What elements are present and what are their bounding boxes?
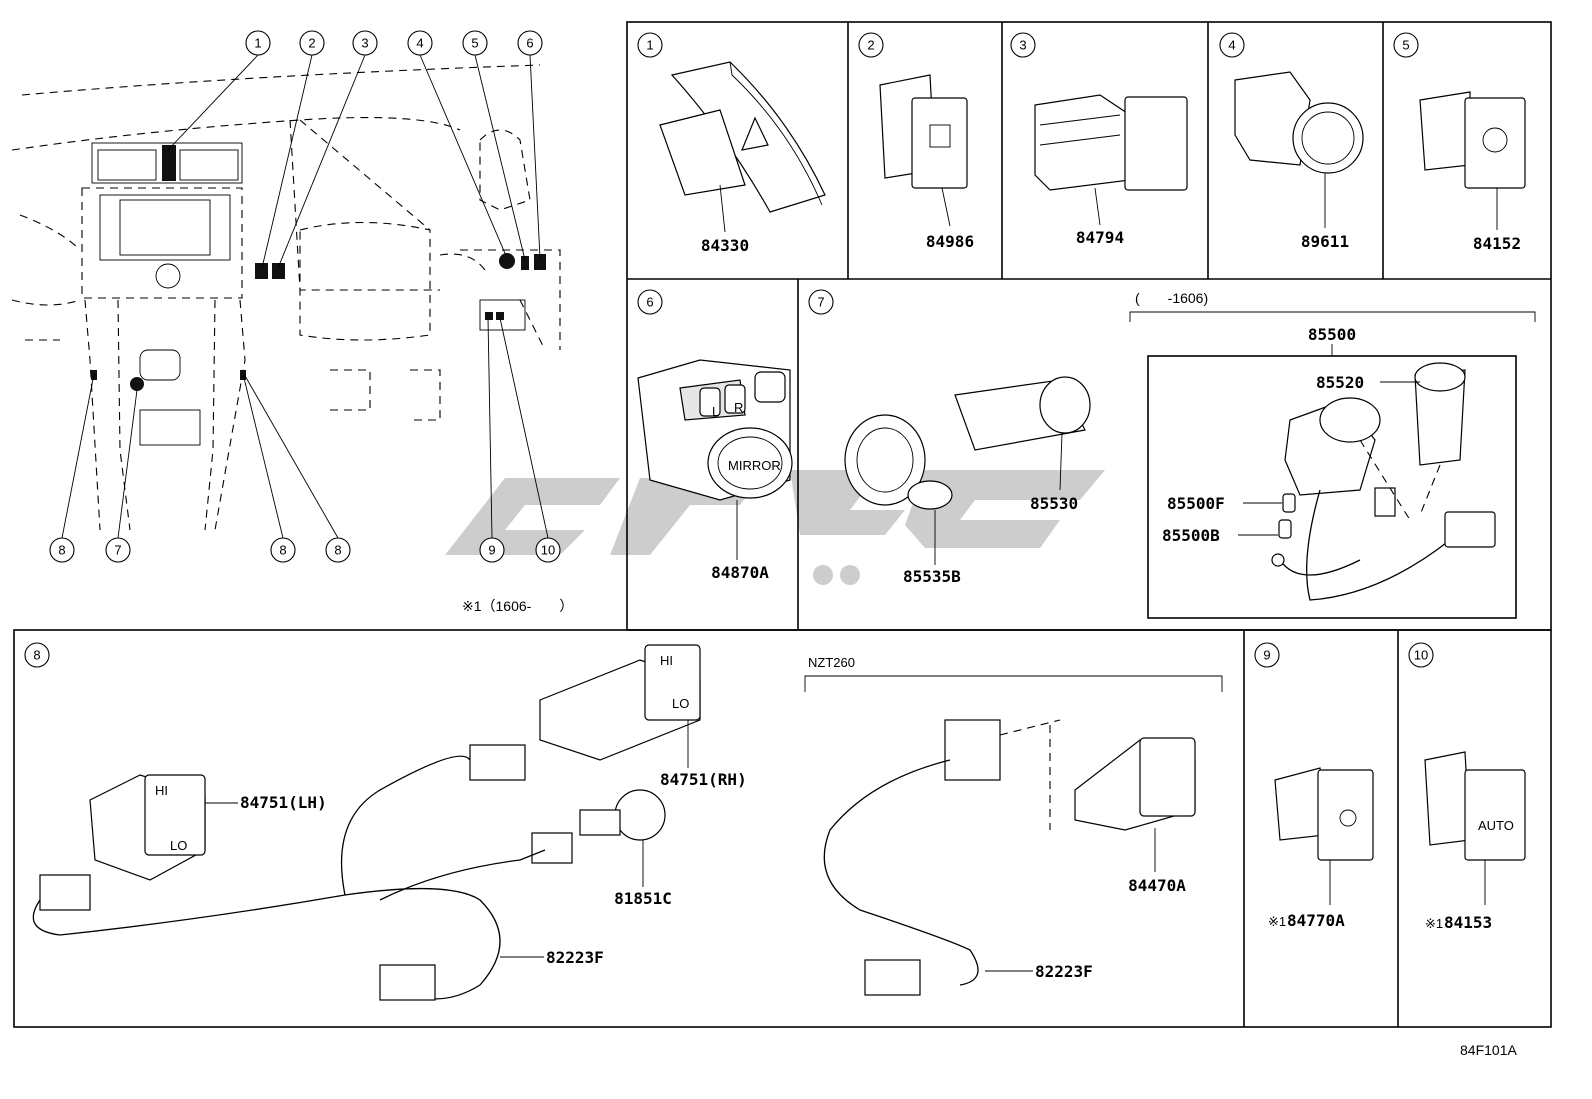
svg-text:6: 6 <box>526 36 533 51</box>
svg-text:85520: 85520 <box>1316 373 1364 392</box>
svg-text:4: 4 <box>416 36 423 51</box>
svg-text:9: 9 <box>488 543 495 558</box>
hazard-switch-icon <box>659 61 826 213</box>
svg-text:7: 7 <box>114 543 121 558</box>
svg-text:4: 4 <box>1228 38 1235 53</box>
switch-9-icon <box>1274 767 1374 861</box>
watermark-logo <box>445 470 1105 585</box>
svg-text:5: 5 <box>471 36 478 51</box>
callout-9: 9 <box>479 537 505 563</box>
svg-text:84986: 84986 <box>926 232 974 251</box>
svg-text:84330: 84330 <box>701 236 749 255</box>
svg-text:85500B: 85500B <box>1162 526 1220 545</box>
svg-text:82223F: 82223F <box>546 948 604 967</box>
svg-text:84794: 84794 <box>1076 228 1124 247</box>
svg-text:HI: HI <box>660 653 673 668</box>
mirror-switch-icon: L R MIRROR <box>637 359 793 501</box>
svg-text:81851C: 81851C <box>614 889 672 908</box>
svg-text:2: 2 <box>867 38 874 53</box>
socket-housing-icon <box>844 414 953 510</box>
svg-text:85500: 85500 <box>1308 325 1356 344</box>
panel-10: 10 AUTO ※1 84153 <box>1408 642 1526 932</box>
svg-text:LO: LO <box>672 696 689 711</box>
panel-4: 4 89611 <box>1219 32 1364 251</box>
svg-text:8: 8 <box>279 543 286 558</box>
svg-text:10: 10 <box>1414 648 1428 663</box>
callout-7: 7 <box>105 537 131 563</box>
callout-8c: 8 <box>325 537 351 563</box>
svg-text:MIRROR: MIRROR <box>728 458 781 473</box>
svg-text:85500F: 85500F <box>1167 494 1225 513</box>
svg-text:L: L <box>712 404 719 419</box>
callout-6: 6 <box>517 30 543 56</box>
callout-8a: 8 <box>49 537 75 563</box>
svg-text:1: 1 <box>646 38 653 53</box>
seat-heater-switch-rh-icon: HI LO <box>469 644 701 781</box>
svg-text:89611: 89611 <box>1301 232 1349 251</box>
svg-text:LO: LO <box>170 838 187 853</box>
panel-3: 3 84794 <box>1010 32 1188 247</box>
panel-2: 2 84986 <box>858 32 974 251</box>
panel-6: 6 L R MIRROR 84870A <box>637 289 793 582</box>
svg-text:3: 3 <box>361 36 368 51</box>
svg-text:※1: ※1 <box>1268 914 1286 929</box>
svg-text:( -1606): ( -1606) <box>1135 290 1208 306</box>
engine-start-button-icon <box>1234 71 1364 174</box>
svg-text:85530: 85530 <box>1030 494 1078 513</box>
svg-text:84870A: 84870A <box>711 563 769 582</box>
callout-5: 5 <box>462 30 488 56</box>
svg-text:7: 7 <box>817 295 824 310</box>
svg-text:84770A: 84770A <box>1287 911 1345 930</box>
callout-1: 1 <box>245 30 271 56</box>
panel-1: 1 84330 <box>637 32 826 255</box>
figure-code: 84F101A <box>1460 1042 1517 1058</box>
svg-text:84751(RH): 84751(RH) <box>660 770 747 789</box>
callout-2: 2 <box>299 30 325 56</box>
callout-10: 10 <box>535 537 561 563</box>
panel-5: 5 84152 <box>1393 32 1526 253</box>
svg-text:1: 1 <box>254 36 261 51</box>
svg-text:84152: 84152 <box>1473 234 1521 253</box>
overview-leaders <box>61 54 549 539</box>
panel-7: 7 ( -1606) 85500 85530 85535B <box>808 289 1536 619</box>
seat-heater-switch-lh-icon: HI LO <box>39 774 206 911</box>
svg-text:10: 10 <box>541 543 555 558</box>
svg-text:84751(LH): 84751(LH) <box>240 793 327 812</box>
svg-text:84153: 84153 <box>1444 913 1492 932</box>
seat-heater-sensor-icon <box>531 789 666 864</box>
svg-text:9: 9 <box>1263 648 1270 663</box>
callout-8b: 8 <box>270 537 296 563</box>
svg-text:6: 6 <box>646 295 653 310</box>
svg-text:※1: ※1 <box>1425 916 1443 931</box>
vsc-off-switch-icon <box>879 74 968 189</box>
lighter-assembly-icon <box>1271 362 1496 601</box>
wire-harness-lh-icon <box>32 755 546 1001</box>
svg-text:5: 5 <box>1402 38 1409 53</box>
auto-light-switch-icon: AUTO <box>1424 751 1526 861</box>
panel-8: 8 HI LO 84751(LH) HI LO 84751(RH) 81851C <box>24 642 1223 1001</box>
rear-seat-switch-icon <box>823 719 1196 996</box>
headlamp-leveling-switch-icon <box>1419 91 1526 189</box>
defogger-switch-icon <box>1034 94 1188 191</box>
svg-text:8: 8 <box>334 543 341 558</box>
svg-text:8: 8 <box>33 648 40 663</box>
svg-text:8: 8 <box>58 543 65 558</box>
svg-text:82223F: 82223F <box>1035 962 1093 981</box>
svg-text:NZT260: NZT260 <box>808 655 855 670</box>
svg-text:84470A: 84470A <box>1128 876 1186 895</box>
callout-3: 3 <box>352 30 378 56</box>
callout-4: 4 <box>407 30 433 56</box>
svg-text:R: R <box>734 400 743 415</box>
panel-frames <box>13 21 1552 1028</box>
panel-9: 9 ※1 84770A <box>1254 642 1374 930</box>
svg-text:3: 3 <box>1019 38 1026 53</box>
dashboard-overview <box>11 64 561 531</box>
cigarette-socket-icon <box>954 376 1091 451</box>
svg-text:HI: HI <box>155 783 168 798</box>
svg-text:2: 2 <box>308 36 315 51</box>
svg-text:85535B: 85535B <box>903 567 961 586</box>
overview-note: ※1（1606- ） <box>462 598 573 614</box>
svg-text:AUTO: AUTO <box>1478 818 1514 833</box>
